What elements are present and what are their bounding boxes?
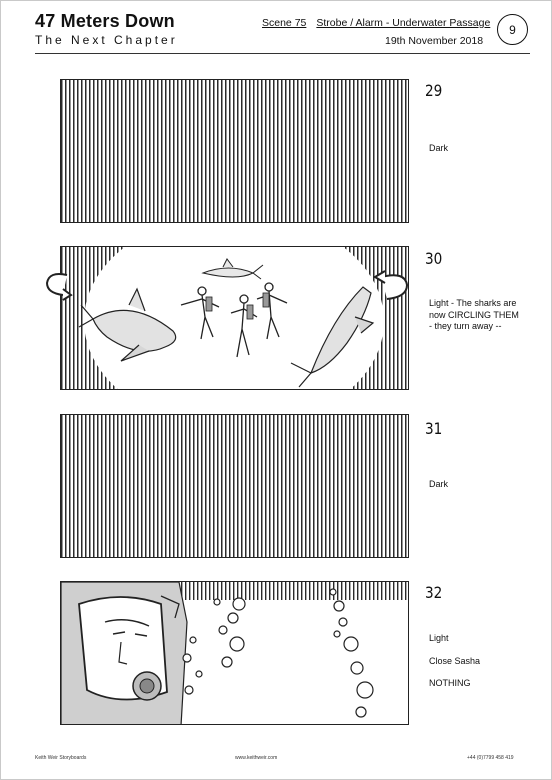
scene-date: 19th November 2018: [385, 35, 484, 47]
footer-website: www.keithweir.com: [235, 755, 278, 761]
panel-shot-30-sharks-circling: [60, 246, 409, 390]
shot-note: Light: [429, 633, 449, 643]
page-subtitle: The Next Chapter: [35, 33, 178, 47]
shot-number: 30: [425, 249, 443, 268]
shot-note: NOTHING: [429, 678, 471, 688]
shot-note: Close Sasha: [429, 656, 481, 666]
rotate-arrow-icon: [373, 270, 409, 300]
page-number-badge: 9: [497, 14, 528, 45]
shot-number: 29: [425, 81, 443, 100]
shot-note: Dark: [429, 479, 449, 489]
page-title: 47 Meters Down: [35, 11, 175, 31]
shot-number: 31: [425, 419, 443, 438]
panel-sketch: [78, 247, 384, 389]
scene-description: Strobe / Alarm - Underwater Passage: [316, 17, 491, 29]
rotate-arrow-icon: [45, 273, 73, 301]
shot-note: Light - The sharks are now CIRCLING THEM…: [429, 298, 519, 331]
footer-company: Keith Weir Storyboards: [35, 755, 87, 761]
scene-number: Scene 75: [262, 17, 307, 29]
panel-shot-29-dark: [60, 79, 409, 223]
shot-number: 32: [425, 583, 443, 602]
scene-heading: Scene 75 Strobe / Alarm - Underwater Pass…: [262, 17, 490, 29]
panel-shot-32-close-sasha: [60, 581, 409, 725]
panel-shot-31-dark: [60, 414, 409, 558]
header-divider: [35, 53, 530, 54]
footer-phone: +44 (0)7799 458 419: [467, 755, 514, 761]
shot-note: Dark: [429, 143, 449, 153]
panel-sketch: [61, 582, 408, 724]
